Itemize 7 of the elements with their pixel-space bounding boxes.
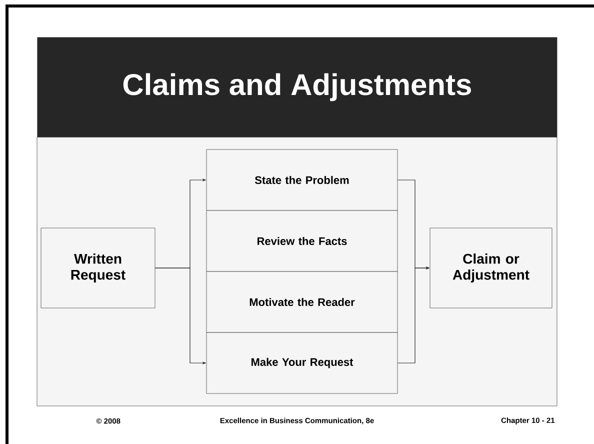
step-box: Review the Facts	[206, 210, 398, 272]
step-box: Motivate the Reader	[206, 271, 398, 333]
result-box: Claim or Adjustment	[430, 228, 552, 308]
step-box: Make Your Request	[206, 332, 398, 394]
step-box: State the Problem	[206, 149, 398, 211]
title-banner: Claims and Adjustments	[37, 37, 558, 138]
source-box: Written Request	[40, 228, 156, 308]
